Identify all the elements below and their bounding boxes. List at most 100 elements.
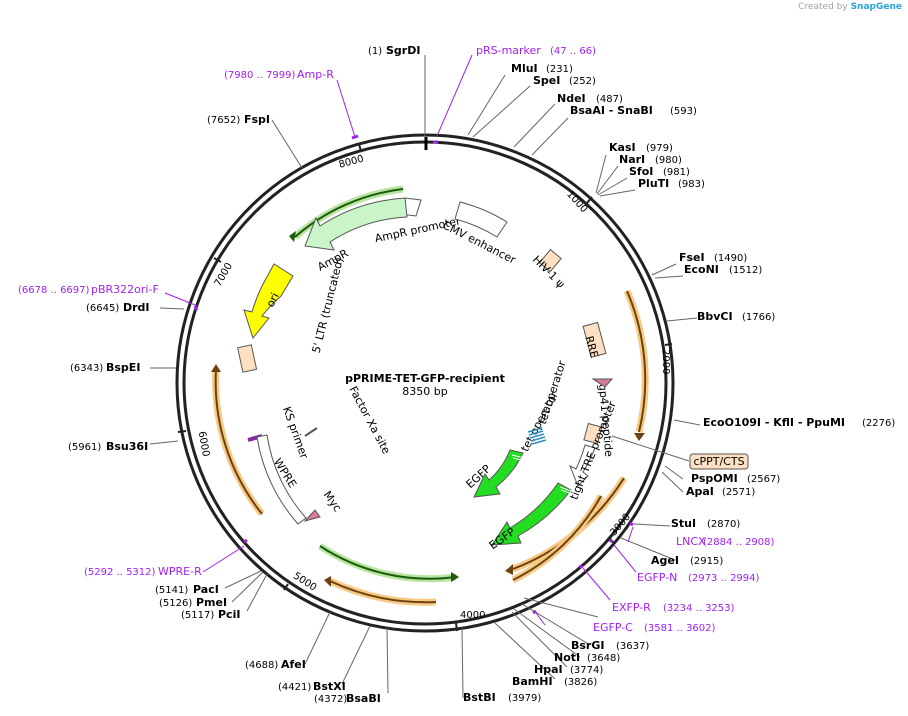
enzyme-bstbi: BstBI(3979) [463, 691, 541, 704]
svg-text:BbvCI: BbvCI [697, 310, 733, 323]
primer-egfp-n: EGFP-N (2973 .. 2994) [637, 571, 760, 584]
enzyme-stui: StuI(2870) [671, 517, 740, 530]
enzyme-fspi: (7652) FspI [207, 113, 270, 126]
arc-top-left-head [289, 231, 296, 242]
svg-text:(2915): (2915) [690, 556, 723, 567]
feature-rre-label: RRE [582, 334, 600, 359]
enzyme-apai: ApaI(2571) [686, 485, 755, 498]
primer-leader-lines [164, 54, 637, 626]
svg-text:(7652): (7652) [207, 115, 240, 126]
svg-text:(487): (487) [596, 94, 623, 105]
center-label: pPRIME-TET-GFP-recipient 8350 bp [345, 372, 505, 398]
primer-lncx: LNCX(2884 .. 2908) [676, 535, 775, 548]
enzyme-sfoi: SfoI(981) [629, 165, 690, 178]
svg-text:(2973 .. 2994): (2973 .. 2994) [688, 573, 760, 584]
svg-text:SpeI: SpeI [533, 74, 560, 87]
svg-text:MluI: MluI [511, 62, 538, 75]
svg-text:(593): (593) [670, 106, 697, 117]
svg-text:PmeI: PmeI [196, 596, 227, 609]
feature-ampr [304, 197, 408, 251]
feature-ori [243, 263, 294, 340]
feature-myc-label: Myc [321, 489, 344, 515]
feature-egfp-2-stripe [559, 486, 573, 495]
feature-wpre [256, 434, 307, 525]
svg-text:StuI: StuI [671, 517, 696, 530]
feature-tight-tre-promoter [569, 444, 596, 487]
enzyme-kasi: KasI (979) [609, 141, 673, 154]
svg-text:LNCX: LNCX [676, 535, 706, 548]
enzyme-afei: (4688)AfeI [245, 658, 306, 671]
arc-right-upper [626, 290, 647, 433]
svg-text:(1512): (1512) [729, 265, 762, 276]
enzyme-bamhi: BamHI(3826) [512, 675, 597, 688]
svg-text:BsaAI - SnaBI: BsaAI - SnaBI [570, 104, 653, 117]
svg-text:KasI: KasI [609, 141, 636, 154]
svg-text:EXFP-R: EXFP-R [612, 601, 651, 614]
arc-right-lower-head [505, 564, 513, 575]
svg-text:(231): (231) [546, 64, 573, 75]
enzyme-noti: NotI(3648) [554, 651, 620, 664]
enzyme-sgrdi: (1)SgrDI [368, 44, 420, 57]
svg-text:AgeI: AgeI [651, 554, 679, 567]
svg-text:BspEI: BspEI [106, 361, 140, 374]
primer-pbr322ori-f: (6678 .. 6697)pBR322ori-F [18, 283, 159, 296]
enzyme-bstxi: (4421)BstXI [278, 680, 346, 693]
svg-text:(2567): (2567) [747, 474, 780, 485]
svg-text:(4421): (4421) [278, 682, 311, 693]
enzyme-mlui: MluI (231) [511, 62, 573, 75]
feature-myc [303, 509, 321, 522]
callout-cppt-cts: cPPT/CTS [689, 453, 749, 470]
svg-text:NotI: NotI [554, 651, 580, 664]
svg-text:NdeI: NdeI [557, 92, 586, 105]
svg-text:EGFP-N: EGFP-N [637, 571, 677, 584]
svg-text:(1): (1) [368, 46, 382, 57]
svg-text:FspI: FspI [244, 113, 270, 126]
tick-1000: 1000 [564, 189, 593, 215]
feature-gp41-label: gp41 peptide [596, 383, 615, 457]
svg-text:(47 .. 66): (47 .. 66) [550, 46, 596, 57]
credit: Created by SnapGene [798, 2, 902, 12]
svg-text:(3979): (3979) [508, 693, 541, 704]
feature-5ltr [237, 344, 258, 373]
tick-label-2000: 2000 [660, 349, 671, 374]
feature-tet-operator-block [527, 427, 547, 445]
arc-left [214, 369, 263, 515]
svg-text:(979): (979) [646, 143, 673, 154]
feature-gp41 [591, 378, 614, 388]
leader-lines [149, 55, 701, 699]
arc-bottom-outer-head [324, 576, 331, 587]
enzyme-paci: (5141) PacI [155, 583, 219, 596]
svg-text:BamHI: BamHI [512, 675, 553, 688]
svg-text:SfoI: SfoI [629, 165, 653, 178]
svg-text:EcoO109I - KflI - PpuMI: EcoO109I - KflI - PpuMI [703, 416, 845, 429]
feature-cppt-cts [583, 422, 603, 445]
svg-text:(5126): (5126) [159, 598, 192, 609]
svg-text:(3637): (3637) [616, 641, 649, 652]
arc-bottom [319, 545, 457, 580]
svg-text:FseI: FseI [679, 251, 705, 264]
feature-egfp-1 [473, 449, 524, 498]
enzyme-pluti: PluTI(983) [638, 177, 705, 190]
feature-ks-primer-label: KS primer [280, 405, 311, 461]
primer-exfp-r: EXFP-R(3234 .. 3253) [612, 601, 735, 614]
enzyme-pmei: (5126) PmeI [159, 596, 227, 609]
svg-text:PluTI: PluTI [638, 177, 669, 190]
svg-text:ApaI: ApaI [686, 485, 714, 498]
svg-text:(5141): (5141) [155, 585, 188, 596]
tick-2000: 2000 [660, 343, 673, 374]
svg-text:(3581 .. 3602): (3581 .. 3602) [644, 623, 716, 634]
svg-text:(980): (980) [655, 155, 682, 166]
svg-text:pBR322ori-F: pBR322ori-F [91, 283, 159, 296]
feature-egfp-1-stripe [511, 454, 526, 462]
enzyme-eco0109i: EcoO109I - KflI - PpuMI (2276) [703, 416, 895, 429]
svg-text:(2276): (2276) [862, 418, 895, 429]
enzyme-bbvci: BbvCI(1766) [697, 310, 775, 323]
arc-left-head [211, 364, 221, 372]
svg-text:(3774): (3774) [570, 665, 603, 676]
arc-bottom-outer [329, 580, 437, 604]
feature-rre [582, 321, 607, 358]
svg-text:PacI: PacI [193, 583, 219, 596]
svg-text:(2884 .. 2908): (2884 .. 2908) [703, 537, 775, 548]
svg-text:Amp-R: Amp-R [297, 68, 334, 81]
